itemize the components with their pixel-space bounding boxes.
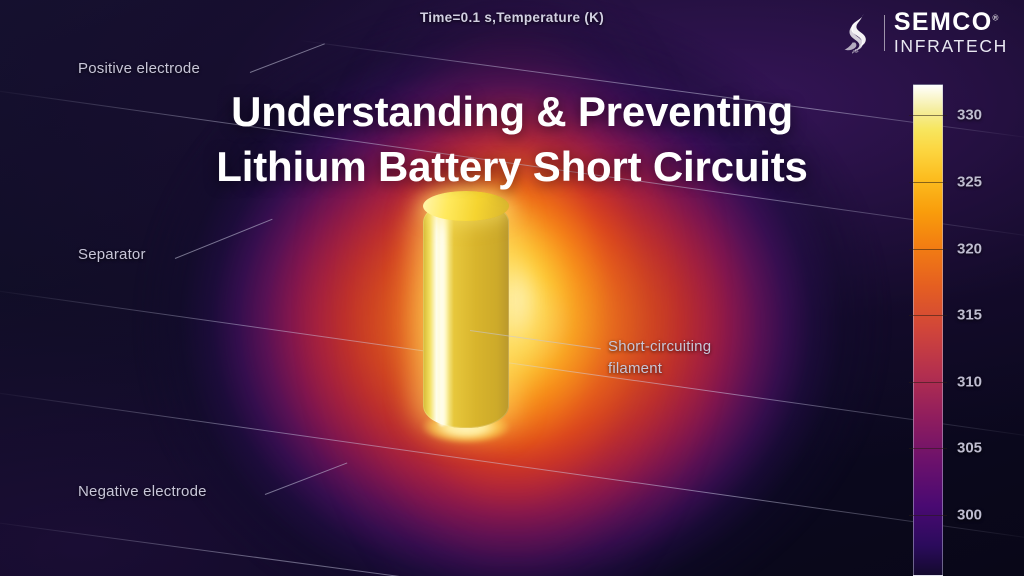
annotation-short-circuiting-filament: Short-circuiting filament — [608, 338, 712, 377]
colorbar-tick — [909, 249, 947, 250]
logo-divider — [883, 14, 885, 51]
short-circuiting-filament-geometry — [421, 191, 511, 444]
colorbar-tick-label: 300 — [957, 506, 983, 524]
logo-trademark-icon: ® — [992, 13, 999, 23]
colorbar-tick — [909, 182, 947, 183]
simulation-title: Time=0.1 s,Temperature (K) — [420, 10, 604, 25]
logo-name-row: SEMCO® — [894, 10, 999, 35]
colorbar-tick-label: 330 — [957, 106, 983, 124]
page-title-line-1: Understanding & Preventing — [231, 88, 793, 135]
page-title-line-2: Lithium Battery Short Circuits — [216, 143, 808, 191]
colorbar-tick-label: 320 — [957, 240, 983, 258]
colorbar-tick-label: 310 — [957, 373, 983, 391]
annotation-positive-electrode: Positive electrode — [78, 60, 200, 77]
annotation-separator: Separator — [78, 246, 146, 263]
heat-plume-vertical — [297, 0, 727, 576]
page-title: Understanding & Preventing Lithium Batte… — [0, 84, 1024, 195]
logo-wordmark: SEMCO® INFRATECH — [894, 10, 1008, 56]
colorbar-tick — [909, 315, 947, 316]
colorbar-tick-label: 305 — [957, 439, 983, 457]
colorbar-tick — [909, 382, 947, 383]
logo-name: SEMCO — [893, 8, 993, 36]
flame-s-icon: عام — [844, 13, 866, 54]
filament-body — [423, 200, 509, 428]
colorbar-tick-label: 315 — [957, 306, 983, 324]
svg-text:عام: عام — [852, 49, 859, 54]
filament-hot-core — [437, 204, 448, 426]
logo-tagline: INFRATECH — [893, 36, 1008, 56]
colorbar-tick — [909, 115, 947, 116]
brand-logo[interactable]: عام SEMCO® INFRATECH — [841, 10, 1008, 56]
colorbar-tick-label: 325 — [957, 173, 983, 191]
colorbar-gradient — [913, 84, 943, 576]
annotation-negative-electrode: Negative electrode — [78, 483, 207, 500]
colorbar-tick — [909, 515, 947, 516]
colorbar-tick — [909, 448, 947, 449]
colorbar: 330 325 320 315 310 305 300 — [909, 84, 982, 576]
colorbar-ticks: 330 325 320 315 310 305 300 — [909, 84, 982, 576]
filament-top-cap — [423, 191, 509, 221]
